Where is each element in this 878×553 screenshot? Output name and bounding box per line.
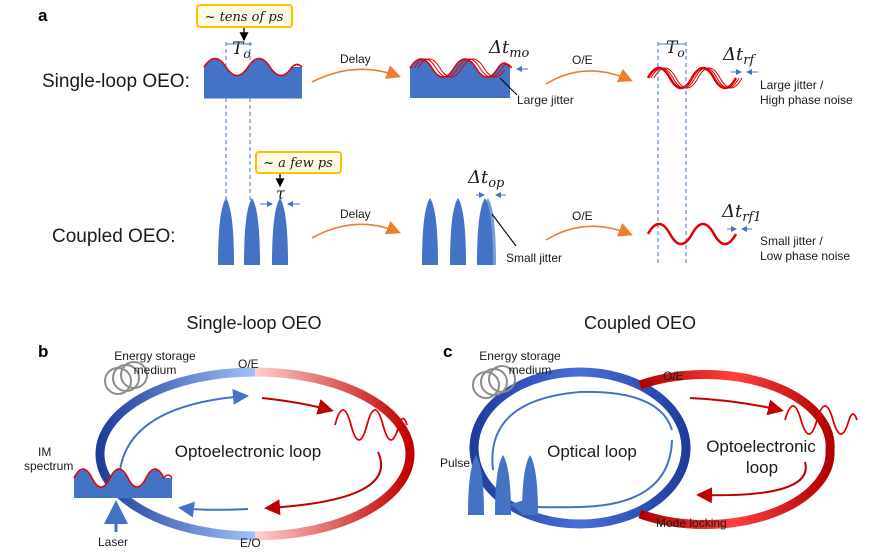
laser-label: Laser (98, 535, 128, 549)
panel-a-label: a (38, 6, 48, 25)
single-loop-ring (95, 367, 415, 541)
oe-arrow-1 (545, 68, 633, 85)
dt-mo-symbol: Δtmo (488, 37, 530, 61)
inner-blue-arrow-top (119, 388, 249, 471)
oe-label-2: O/E (572, 209, 593, 223)
large-jitter-pointer (499, 77, 518, 96)
rf-output-low-jitter (646, 222, 738, 246)
panel-b-title: Single-loop OEO (186, 313, 321, 333)
large-jitter-pn-line1: Large jitter / (760, 78, 824, 92)
delayed-coupled-pulses (422, 198, 496, 265)
inner-red-arrow-top (261, 397, 334, 415)
single-loop-waveform (203, 57, 303, 99)
small-jitter-pn-line1: Small jitter / (760, 234, 823, 248)
panel-c-label: c (443, 342, 452, 361)
delayed-single-loop-waveform (409, 58, 513, 98)
delay-arrow-2 (311, 221, 401, 239)
small-jitter-label: Small jitter (506, 251, 562, 265)
rf-wave-b (334, 409, 408, 441)
im-label-line1: IM (38, 445, 51, 459)
oe-label-b: O/E (238, 357, 259, 371)
coil-icon-c (472, 365, 516, 399)
tau-symbol: τ (276, 184, 286, 203)
inner-blue-arrow-bottom (178, 501, 249, 518)
coil-icon (104, 361, 148, 395)
inner-blue-loop-c (491, 390, 673, 471)
inner-red-arrow-bottom (264, 451, 383, 516)
few-ps-label: ~ a few ps (263, 156, 333, 171)
small-jitter-pointer (491, 213, 517, 247)
t-o-symbol: To (232, 39, 251, 61)
optical-loop-ring (469, 367, 691, 529)
red-arrow-top-c (689, 397, 784, 416)
small-jitter-pn-line2: Low phase noise (760, 249, 850, 263)
storage-label-line2: medium (134, 363, 177, 377)
t-o-rf-symbol: To (666, 38, 685, 60)
tens-ps-label: ~ tens of ps (205, 10, 284, 25)
rf-output-high-jitter (646, 66, 743, 90)
pulses-c (468, 455, 538, 515)
red-arrow-bottom-c (696, 461, 807, 504)
oe-loop-label-line1: Optoelectronic (706, 437, 816, 456)
delay-arrow-1 (311, 65, 401, 83)
large-jitter-label: Large jitter (517, 93, 574, 107)
delay-label-1: Delay (340, 52, 371, 66)
oe-loop-label-line2: loop (746, 458, 778, 477)
coupled-pulses (218, 198, 288, 265)
dt-rf-symbol: Δtrf (722, 44, 756, 68)
optoelectronic-loop-label: Optoelectronic loop (175, 442, 321, 461)
panel-b-label: b (38, 342, 48, 361)
storage-c-line2: medium (509, 363, 552, 377)
im-spectrum (73, 468, 173, 498)
coupled-oeo-label: Coupled OEO: (52, 226, 176, 247)
pulse-label: Pulse (440, 456, 470, 470)
delay-label-2: Delay (340, 207, 371, 221)
dt-rf1-symbol: Δtrf1 (721, 201, 762, 225)
rf-wave-c (784, 405, 858, 435)
eo-label-b: E/O (240, 536, 261, 550)
storage-c-line1: Energy storage (479, 349, 561, 363)
storage-label-line1: Energy storage (114, 349, 196, 363)
mode-locking-label: Mode locking (656, 516, 727, 530)
few-ps-box (255, 151, 342, 174)
im-label-line2: spectrum (24, 459, 73, 473)
large-jitter-pn-line2: High phase noise (760, 93, 853, 107)
dt-op-symbol: Δtop (467, 167, 505, 191)
panel-c-title: Coupled OEO (584, 313, 696, 333)
oe-label-c: O/E (663, 369, 684, 383)
single-loop-oeo-label: Single-loop OEO: (42, 71, 190, 92)
optical-loop-label: Optical loop (547, 442, 637, 461)
oe-arrow-2 (545, 223, 633, 241)
optoelectronic-loop-ring (638, 369, 835, 529)
oe-label-1: O/E (572, 53, 593, 67)
tens-ps-box (196, 4, 293, 28)
